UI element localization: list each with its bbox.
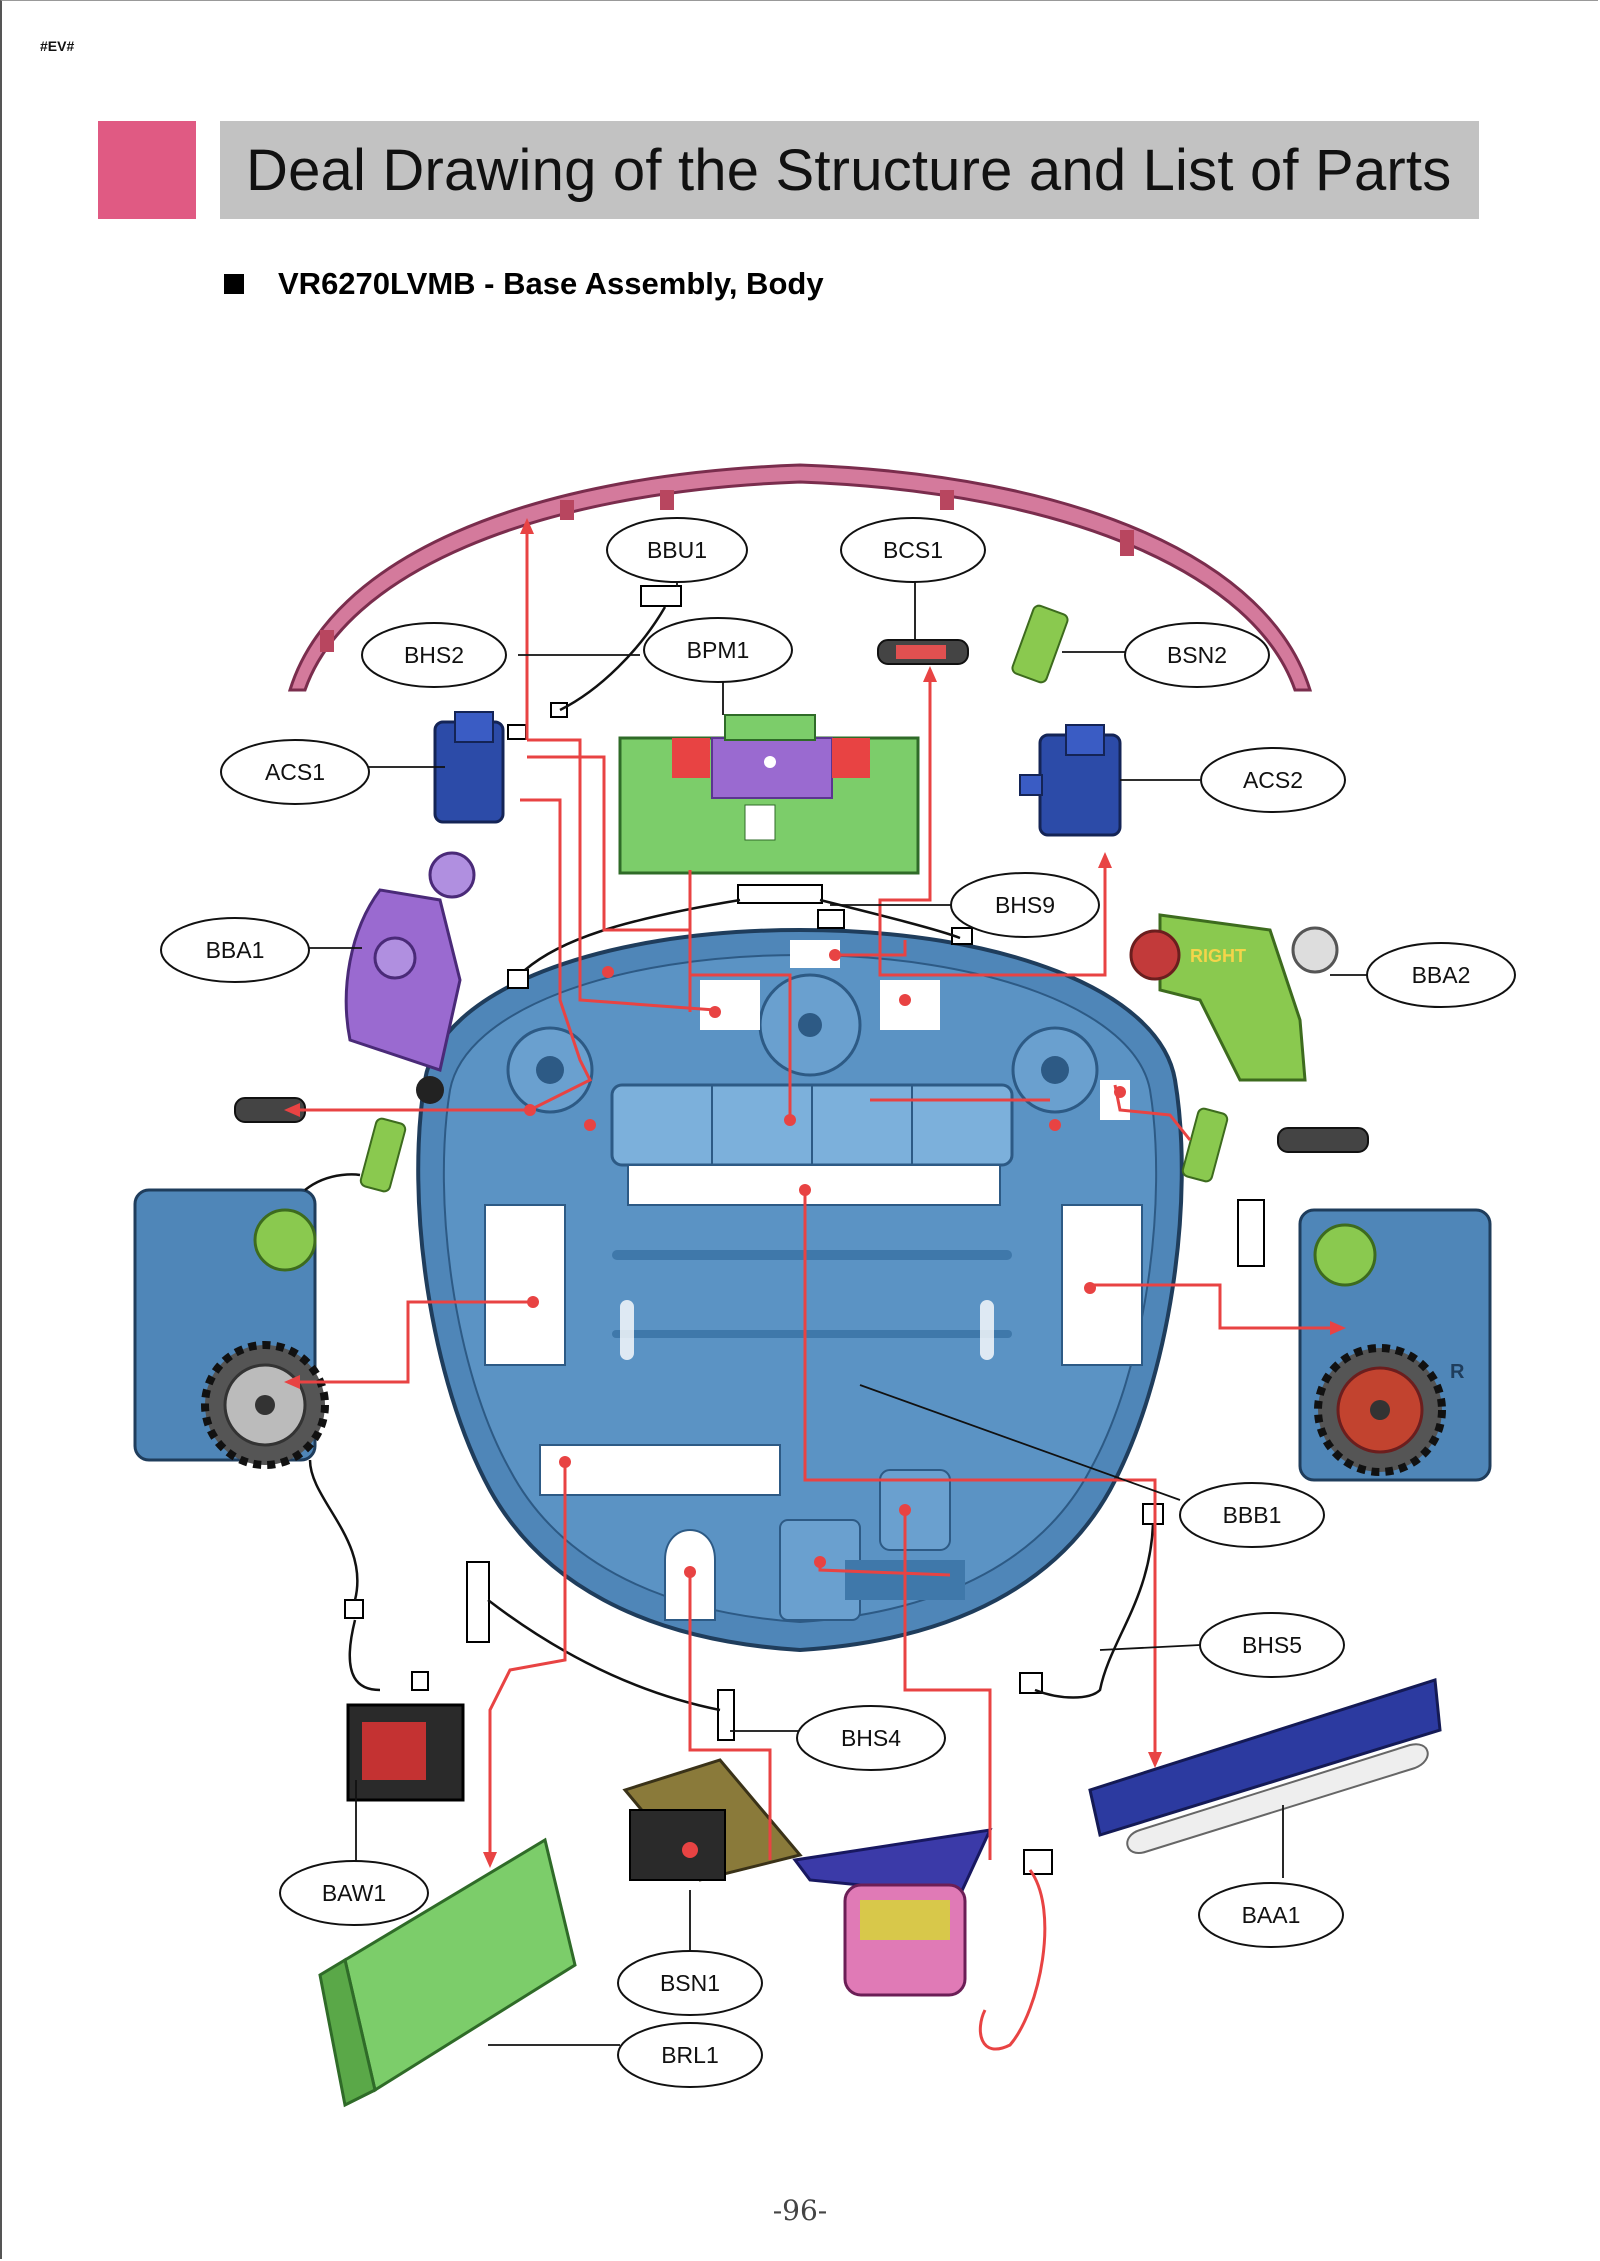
section-color-tab [98,121,196,219]
suction-motor-part [792,1828,993,1997]
square-bullet-icon [224,274,244,294]
callout-bhs4: BHS4 [796,1705,946,1771]
svg-text:BCS1: BCS1 [883,537,943,563]
callout-bcs1: BCS1 [840,517,986,583]
svg-text:BBA1: BBA1 [206,937,265,963]
svg-text:BHS4: BHS4 [841,1725,901,1751]
callout-bubbles: BBU1 BCS1 BHS2 BPM1 BSN2 ACS1 ACS2 BHS9 [160,517,1516,2088]
callout-bbb1: BBB1 [1179,1482,1325,1548]
brush-motor-right-part: RIGHT [1129,913,1339,1082]
sensor-module-left-part [433,711,505,824]
wire-harness-connectors [344,585,1265,1875]
callout-bsn1: BSN1 [617,1950,763,2016]
assembly-subtitle: VR6270LVMB - Base Assembly, Body [278,266,824,301]
svg-text:BRL1: BRL1 [661,2042,719,2068]
svg-text:BBB1: BBB1 [1223,1502,1282,1528]
callout-bhs2: BHS2 [361,622,507,688]
small-sensor-parts [234,604,1369,1193]
subtitle-row: VR6270LVMB - Base Assembly, Body [224,266,824,302]
callout-bhs9: BHS9 [950,872,1100,938]
red-arrowheads [284,518,1346,1868]
callout-acs1: ACS1 [220,739,370,805]
svg-text:BBA2: BBA2 [1412,962,1471,988]
svg-text:BPM1: BPM1 [687,637,750,663]
page-number: -96- [772,2194,828,2227]
callout-leader-lines [305,573,1368,2046]
agitator-part [1088,1678,1442,1855]
callout-acs2: ACS2 [1200,747,1346,813]
bumper-part [287,463,1313,692]
black-wire-paths [304,606,1155,1712]
wheel-right-label: R [1450,1361,1465,1383]
power-switch-part [346,1703,465,1802]
svg-text:BHS5: BHS5 [1242,1632,1302,1658]
svg-text:ACS2: ACS2 [1243,767,1303,793]
callout-bba1: BBA1 [160,917,310,983]
svg-text:BAA1: BAA1 [1242,1902,1301,1928]
callout-bba2: BBA2 [1366,942,1516,1008]
brush-motor-left-part [344,851,476,1104]
sensor-board-part [622,1758,803,1882]
battery-part [318,1837,577,2108]
svg-text:BBU1: BBU1 [647,537,707,563]
svg-text:BHS9: BHS9 [995,892,1055,918]
svg-text:BSN2: BSN2 [1167,642,1227,668]
drive-wheel-right-part: R [1298,1208,1492,1482]
svg-text:ACS1: ACS1 [265,759,325,785]
base-body [416,927,1184,1653]
drive-wheel-left-part [133,1188,329,1469]
callout-baa1: BAA1 [1198,1882,1344,1948]
title-bar: Deal Drawing of the Structure and List o… [220,121,1479,219]
motor-right-label: RIGHT [1190,946,1246,966]
main-pcb-part [618,714,920,875]
callout-bpm1: BPM1 [643,617,793,683]
svg-text:BSN1: BSN1 [660,1970,720,1996]
document-code: #EV# [40,38,75,54]
callout-brl1: BRL1 [617,2022,763,2088]
callout-bbu1: BBU1 [606,517,748,583]
callout-baw1: BAW1 [279,1860,429,1926]
sensor-module-right-part [1019,724,1122,837]
callout-bsn2: BSN2 [1124,622,1270,688]
callout-bhs5: BHS5 [1199,1612,1345,1678]
svg-text:BHS2: BHS2 [404,642,464,668]
red-junction-dots [524,949,1126,1578]
page-title: Deal Drawing of the Structure and List o… [246,137,1452,203]
svg-text:BAW1: BAW1 [322,1880,386,1906]
